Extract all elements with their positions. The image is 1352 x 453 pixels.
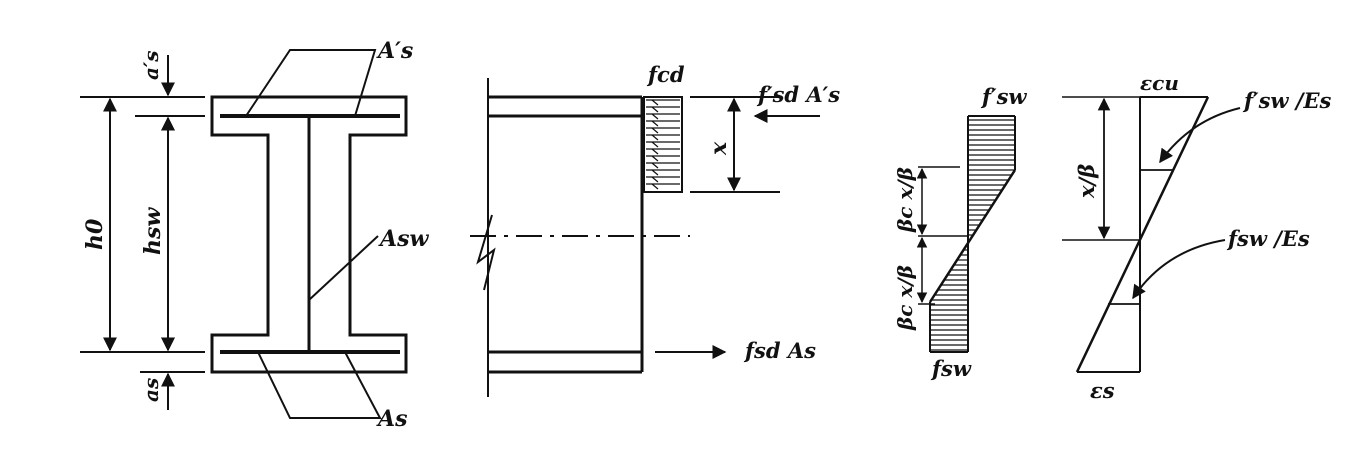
- label-a-s-bottom: as: [139, 378, 163, 402]
- label-ecu: εcu: [1140, 71, 1179, 95]
- label-fsw-top-Es: f′sw /Es: [1242, 88, 1331, 113]
- force-arrows: fcd f′sd A′s fsd As: [646, 62, 840, 363]
- web-stress-diagram: f′sw fsw βc x/β βc x/β: [893, 84, 1027, 381]
- hatch-line: [651, 162, 659, 169]
- hatch-line: [651, 106, 659, 113]
- compression-stress-block: [643, 96, 683, 193]
- hatch-line: [651, 176, 659, 183]
- x-dimension: x: [690, 96, 780, 193]
- label-h0: h0: [82, 218, 108, 250]
- hatch-line: [651, 99, 659, 106]
- label-fsd-top-force: f′sd A′s: [756, 82, 840, 107]
- hatch-line: [651, 141, 659, 148]
- hatch-line: [651, 169, 659, 176]
- label-beta-top: βc x/β: [893, 167, 917, 233]
- label-beta-bottom: βc x/β: [893, 265, 917, 331]
- label-fsd-bottom-force: fsd As: [743, 338, 816, 363]
- label-hsw: hsw: [140, 207, 166, 255]
- label-fsw-Es: fsw /Es: [1226, 226, 1310, 251]
- strain-diagram: εcu x/β f′sw /Es fsw /Es εs: [1062, 71, 1331, 403]
- cross-section-labels: a′s as h0 hsw A′s As Asw: [82, 38, 429, 432]
- hatch-line: [651, 113, 659, 120]
- label-es: εs: [1090, 378, 1115, 403]
- label-x-beta: x/β: [1074, 164, 1099, 199]
- hatch-line: [651, 183, 659, 190]
- hatch-line: [651, 120, 659, 127]
- i-beam-cross-section: [210, 95, 408, 374]
- label-a-s-top: a′s: [139, 51, 163, 81]
- label-A-sw: Asw: [378, 226, 429, 252]
- label-A-s-top: A′s: [376, 38, 413, 64]
- hatch-line: [651, 148, 659, 155]
- hatch-line: [651, 155, 659, 162]
- label-fsw-bottom: fsw: [930, 356, 972, 381]
- break-mark: [476, 214, 496, 291]
- hatch-line: [651, 134, 659, 141]
- beam-side-view: [470, 78, 690, 397]
- leader-lines: [245, 49, 382, 419]
- label-fcd: fcd: [646, 62, 685, 87]
- label-fsw-top: f′sw: [980, 84, 1027, 109]
- i-beam-outline: [210, 95, 408, 374]
- label-A-s-bottom: As: [376, 406, 407, 432]
- label-x: x: [706, 141, 732, 156]
- dimension-lines: [80, 55, 205, 410]
- hatch-line: [651, 127, 659, 134]
